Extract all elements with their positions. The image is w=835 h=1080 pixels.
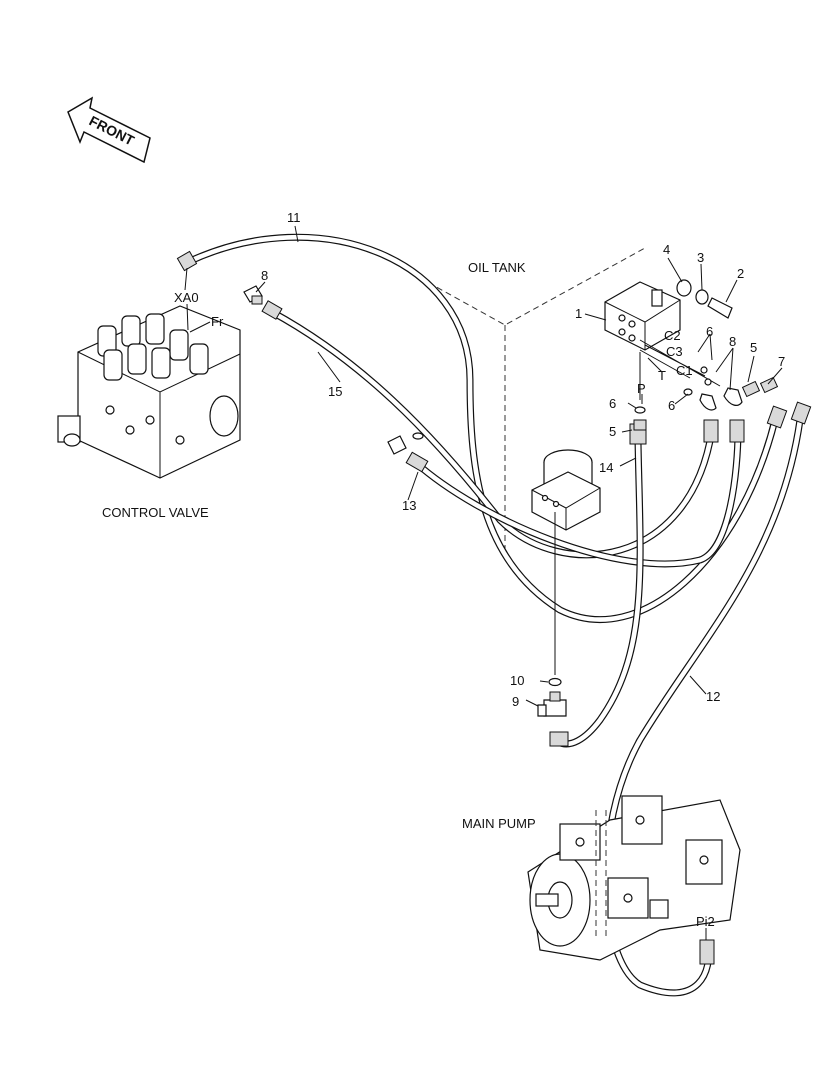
callout-5-left: 5 xyxy=(609,424,616,439)
hose-14 xyxy=(554,436,644,748)
leader-lines xyxy=(184,225,783,940)
callout-6-mid: 6 xyxy=(668,398,675,413)
hose-12 xyxy=(602,416,804,997)
manifold-block xyxy=(604,279,779,431)
hose-fittings xyxy=(176,250,812,965)
port-pi2: Pi2 xyxy=(696,914,715,929)
control-valve-label: CONTROL VALVE xyxy=(102,505,209,520)
port-c1: C1 xyxy=(676,363,693,378)
callout-8-left: 8 xyxy=(261,268,268,283)
control-valve-assembly xyxy=(57,305,241,479)
front-direction-arrow: FRONT xyxy=(67,96,151,164)
callout-7: 7 xyxy=(778,354,785,369)
callout-8-right: 8 xyxy=(729,334,736,349)
accumulator-block xyxy=(531,449,601,717)
callout-15: 15 xyxy=(328,384,342,399)
callout-10: 10 xyxy=(510,673,524,688)
callout-3: 3 xyxy=(697,250,704,265)
callout-2: 2 xyxy=(737,266,744,281)
callout-6-left: 6 xyxy=(609,396,616,411)
callout-9: 9 xyxy=(512,694,519,709)
port-c2: C2 xyxy=(664,328,681,343)
callout-14: 14 xyxy=(599,460,613,475)
callout-1: 1 xyxy=(575,306,582,321)
port-c3: C3 xyxy=(666,344,683,359)
callout-6-top: 6 xyxy=(706,324,713,339)
callout-13: 13 xyxy=(402,498,416,513)
callout-11: 11 xyxy=(287,210,301,225)
port-xa0: XA0 xyxy=(174,290,199,305)
oil-tank-label: OIL TANK xyxy=(468,260,526,275)
callout-5-right: 5 xyxy=(750,340,757,355)
callout-12: 12 xyxy=(706,689,720,704)
elbow-fitting-13-left xyxy=(387,432,424,455)
port-fr: Fr xyxy=(211,314,224,329)
callout-4: 4 xyxy=(663,242,670,257)
port-p: P xyxy=(637,381,646,396)
port-t: T xyxy=(658,368,666,383)
hose-13 xyxy=(411,426,742,568)
main-pump-label: MAIN PUMP xyxy=(462,816,536,831)
main-pump-assembly xyxy=(527,795,741,961)
